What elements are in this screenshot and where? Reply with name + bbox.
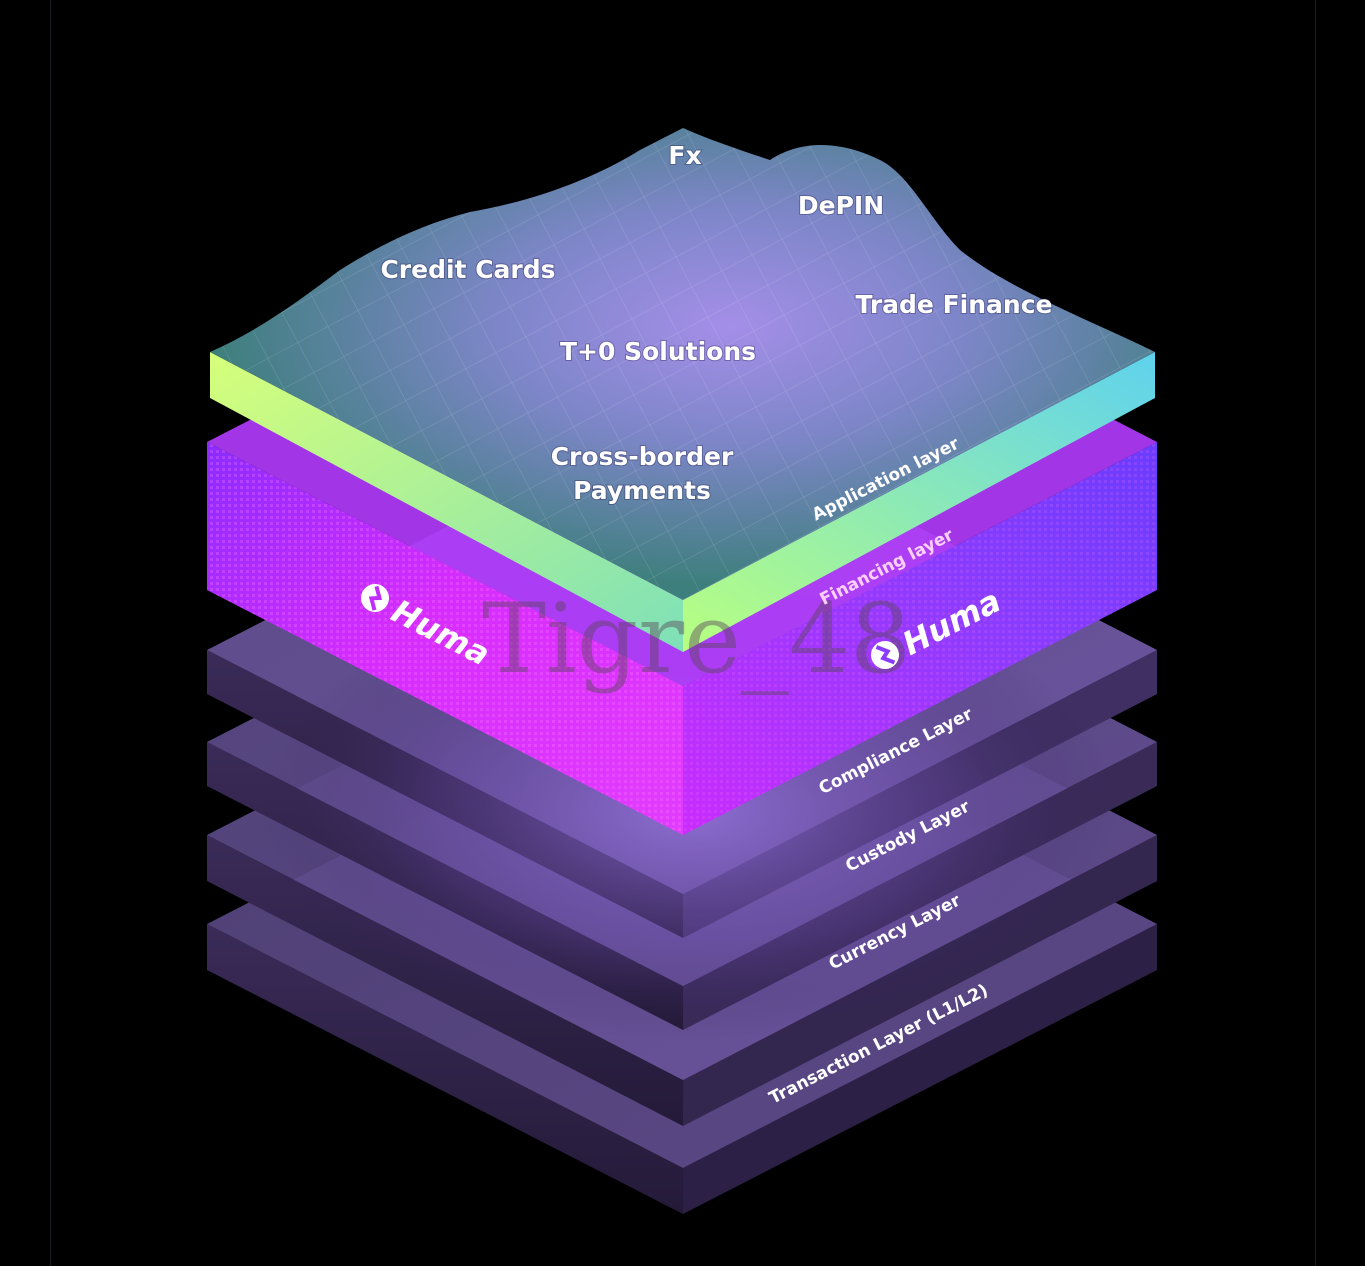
map-label-t0-solutions: T+0 Solutions [560, 337, 756, 366]
huma-logo-icon [361, 584, 389, 612]
map-label-cross-border: Cross-border [551, 442, 734, 471]
huma-logo-icon [871, 641, 899, 669]
watermark: Tigre_48 [482, 583, 911, 695]
map-label-fx: Fx [668, 141, 701, 170]
application-layer-map [210, 128, 1155, 652]
map-label-trade-finance: Trade Finance [856, 290, 1053, 319]
map-label-credit-cards: Credit Cards [380, 255, 555, 284]
map-label-payments: Payments [573, 476, 711, 505]
content-frame [50, 0, 1316, 1266]
map-label-depin: DePIN [798, 191, 884, 220]
